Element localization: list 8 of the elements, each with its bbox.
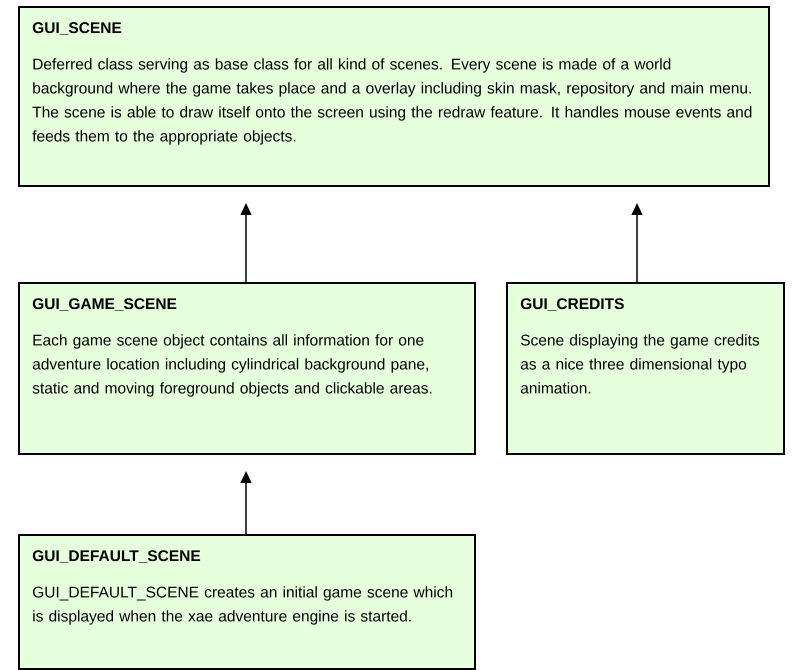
class-description: Deferred class serving as base class for all kind of scenes. Every scene is made of a world background where the game takes place and a overlay including skin mask, repository and main menu. The scene is able to draw itself onto the screen using the redraw feature. It handles mouse events and feeds them to the appropriate objects. (32, 58, 752, 145)
class-name: GUI_SCENE (32, 22, 122, 35)
class-name: GUI_GAME_SCENE (32, 298, 176, 311)
class-description: GUI_DEFAULT_SCENE creates an initial game scene which is displayed when the xae adventure engine is started. (32, 586, 452, 625)
class-name: GUI_DEFAULT_SCENE (32, 550, 200, 563)
class-name: GUI_CREDITS (520, 298, 624, 311)
class-description: Scene displaying the game credits as a nice three dimensional typo animation. (520, 334, 760, 394)
class-description: Each game scene object contains all information for one adventure location including cylindrical background pane, static and moving foreground objects and clickable areas. (32, 334, 432, 397)
